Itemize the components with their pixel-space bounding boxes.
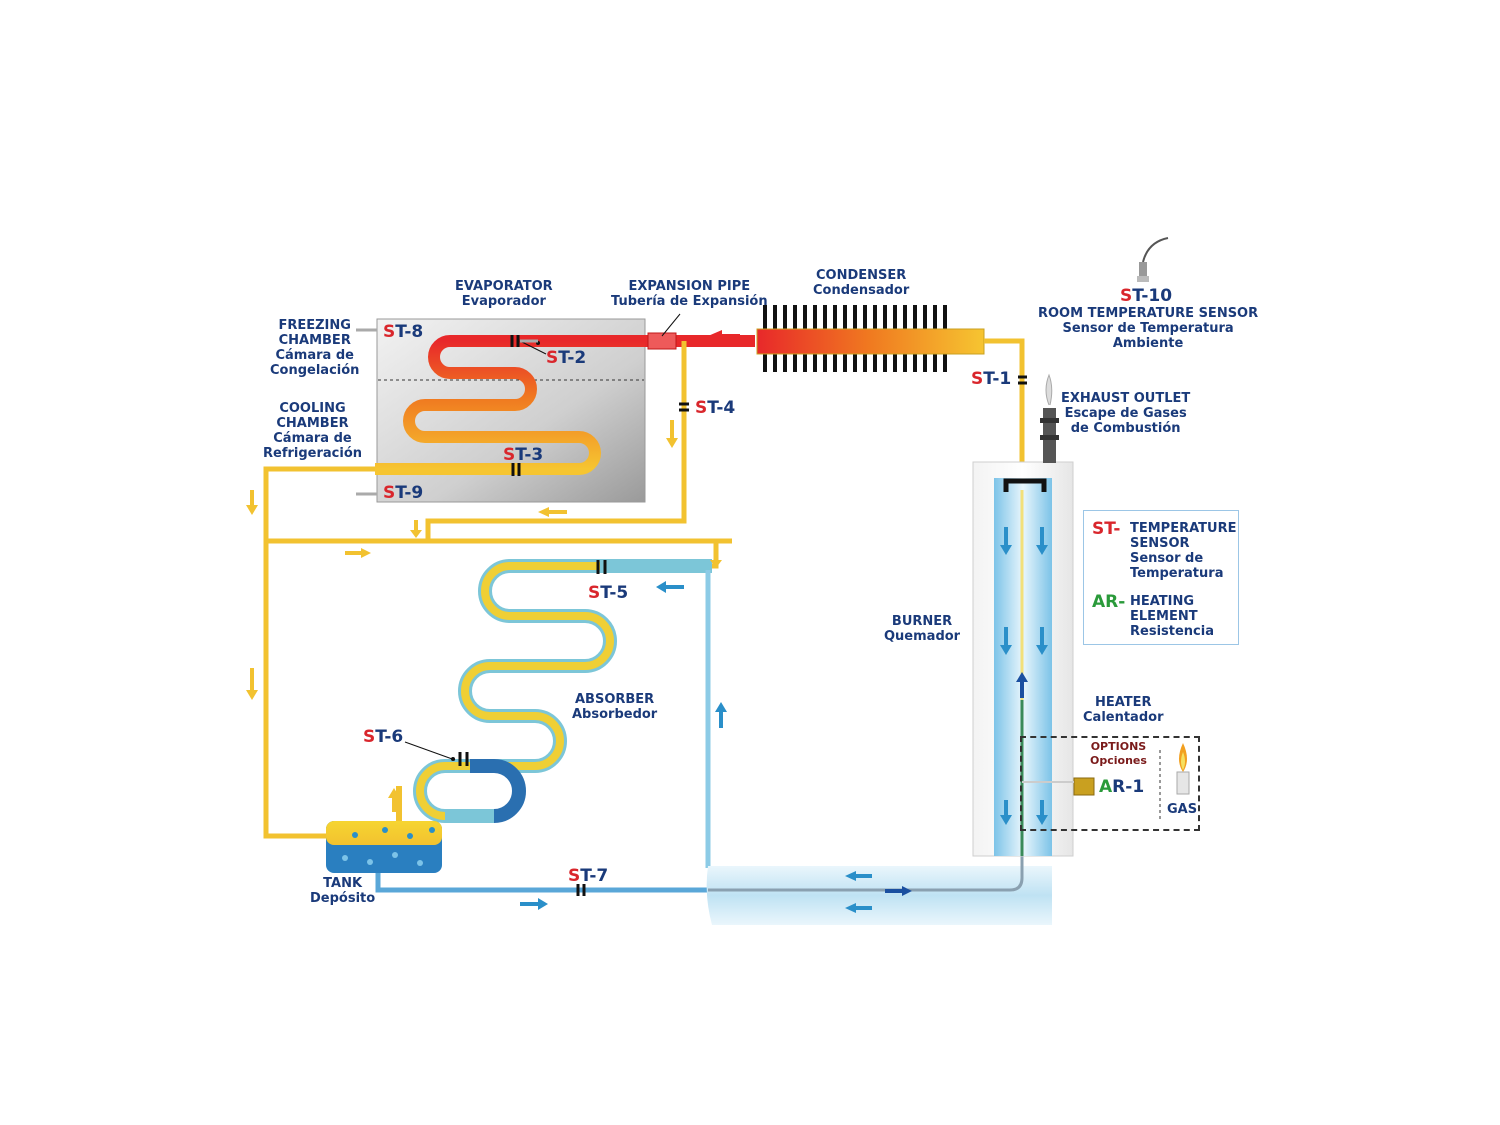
heater-ar1: AR-1 xyxy=(1099,777,1145,797)
legend: ST- TEMPERATURE SENSOR Sensor de Tempera… xyxy=(1083,510,1239,645)
gas-label: GAS xyxy=(1167,802,1198,817)
cooling-chamber-label: COOLING CHAMBER Cámara de Refrigeración xyxy=(263,401,363,461)
absorber-label: ABSORBER Absorbedor xyxy=(572,692,658,722)
condenser-fins xyxy=(763,305,947,372)
exhaust-outlet-label: EXHAUST OUTLET Escape de Gases de Combus… xyxy=(1061,391,1191,436)
evaporator-label: EVAPORATOR Evaporador xyxy=(455,279,553,309)
sensor-st10: ST-10 xyxy=(1120,286,1173,306)
sensor-st1: ST-1 xyxy=(971,369,1012,389)
options-label: OPTIONS Opciones xyxy=(1090,740,1147,767)
freezing-chamber-label: FREEZING CHAMBER Cámara de Congelación xyxy=(270,318,360,378)
sensor-st3: ST-3 xyxy=(503,445,544,465)
sensor-st9: ST-9 xyxy=(383,483,424,503)
probe-stubs xyxy=(356,328,538,496)
sensor-clamps xyxy=(458,335,1027,896)
sensor-st7: ST-7 xyxy=(568,866,609,886)
tank-label: TANK Depósito xyxy=(310,876,376,906)
burner-label: BURNER Quemador xyxy=(884,614,961,644)
room-sensor-label: ROOM TEMPERATURE SENSOR Sensor de Temper… xyxy=(1038,306,1259,351)
sensor-st8: ST-8 xyxy=(383,322,424,342)
room-sensor-probe xyxy=(1137,237,1169,282)
expansion-pipe-label: EXPANSION PIPE Tubería de Expansión xyxy=(611,279,768,309)
condenser-body xyxy=(756,328,985,355)
absorber-coil-yellow xyxy=(416,562,614,820)
sensor-st4: ST-4 xyxy=(695,398,736,418)
exhaust-outlet xyxy=(1040,373,1059,463)
sensor-st5: ST-5 xyxy=(588,583,629,603)
heater-label: HEATER Calentador xyxy=(1083,695,1164,725)
sensor-st6: ST-6 xyxy=(363,727,404,747)
solution-piping xyxy=(375,570,711,893)
sensor-st2: ST-2 xyxy=(546,348,587,368)
legend-ar-prefix: AR- xyxy=(1092,592,1126,612)
evaporator-coil xyxy=(375,335,655,475)
legend-st-prefix: ST- xyxy=(1092,519,1121,539)
gas-flame xyxy=(1159,743,1190,820)
heating-element xyxy=(1022,777,1095,796)
condenser-label: CONDENSER Condensador xyxy=(813,268,910,298)
options-box xyxy=(1020,736,1200,831)
generator-tube xyxy=(706,866,1052,925)
tank xyxy=(326,821,442,873)
flow-arrows xyxy=(246,330,1048,913)
